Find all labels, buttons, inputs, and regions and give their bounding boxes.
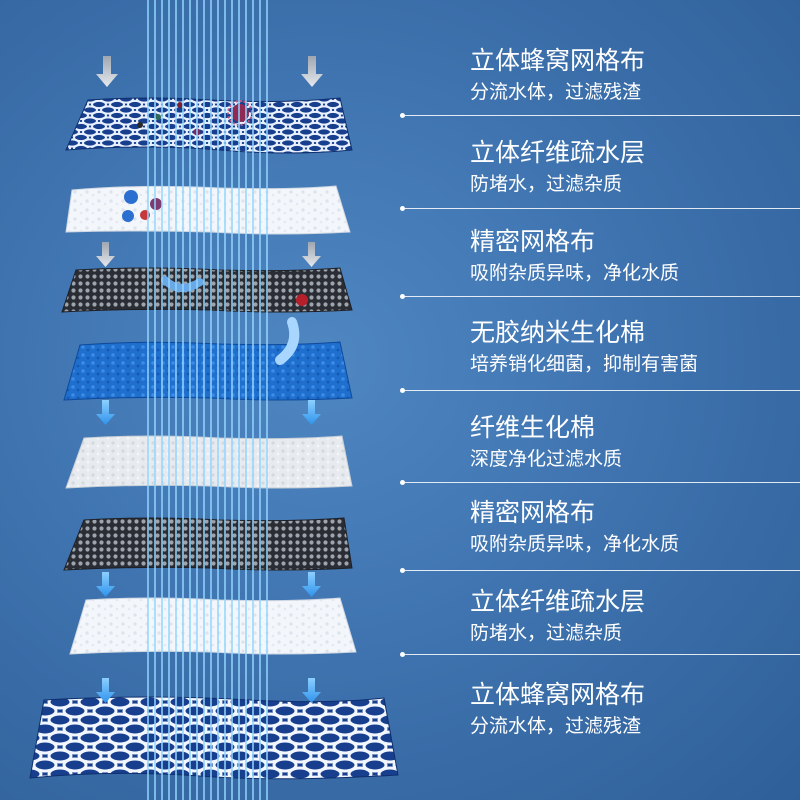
down-arrow-icon <box>96 572 115 597</box>
down-arrow-icon <box>96 56 118 87</box>
layer-row: 纤维生化棉 深度净化过滤水质 <box>470 413 790 471</box>
layer-title: 立体蜂窝网格布 <box>470 46 646 75</box>
layer-row: 立体纤维疏水层 防堵水，过滤杂质 <box>470 587 790 645</box>
layer-description: 防堵水，过滤杂质 <box>470 622 623 644</box>
layer-row: 立体蜂窝网格布 分流水体，过滤残渣 <box>470 680 790 738</box>
down-arrow-icon <box>302 572 321 597</box>
layer-row: 精密网格布 吸附杂质异味，净化水质 <box>470 498 790 556</box>
layer-title: 精密网格布 <box>470 498 596 527</box>
layer-description: 分流水体，过滤残渣 <box>470 81 642 103</box>
layer-row: 精密网格布 吸附杂质异味，净化水质 <box>470 227 790 285</box>
layer-description: 吸附杂质异味，净化水质 <box>470 262 680 284</box>
layer-description: 吸附杂质异味，净化水质 <box>470 533 680 555</box>
divider <box>400 480 800 485</box>
down-arrow-icon <box>302 400 321 425</box>
layer-title: 无胶纳米生化棉 <box>470 318 646 347</box>
worm-icon <box>275 317 300 365</box>
down-arrow-icon <box>302 678 321 703</box>
layer-row: 立体蜂窝网格布 分流水体，过滤残渣 <box>470 46 790 104</box>
layer-title: 立体纤维疏水层 <box>470 138 646 167</box>
layer-title: 精密网格布 <box>470 227 596 256</box>
water-flow-lines <box>147 0 268 800</box>
layer-description: 深度净化过滤水质 <box>470 448 623 470</box>
layer-row: 立体纤维疏水层 防堵水，过滤杂质 <box>470 138 790 196</box>
layer-title: 纤维生化棉 <box>470 413 596 442</box>
divider <box>400 388 800 393</box>
layer-title: 立体蜂窝网格布 <box>470 680 646 709</box>
layer-fiber-drain-2 <box>69 597 357 655</box>
layer-fine-mesh-1 <box>61 267 353 313</box>
down-arrow-icon <box>96 242 115 267</box>
down-arrow-icon <box>96 678 115 703</box>
divider <box>400 206 800 211</box>
divider <box>400 113 800 118</box>
layer-description: 培养销化细菌，抑制有害菌 <box>470 353 699 375</box>
divider <box>400 568 800 573</box>
layer-description: 分流水体，过滤残渣 <box>470 715 642 737</box>
down-arrow-icon <box>301 56 323 87</box>
layer-description: 防堵水，过滤杂质 <box>470 173 623 195</box>
bacteria-icon <box>122 190 162 222</box>
layer-title: 立体纤维疏水层 <box>470 587 646 616</box>
down-arrow-icon <box>302 242 321 267</box>
down-arrow-icon <box>96 400 115 425</box>
bacteria-icon <box>296 294 308 306</box>
divider <box>400 652 800 657</box>
layer-row: 无胶纳米生化棉 培养销化细菌，抑制有害菌 <box>470 318 790 376</box>
divider <box>400 294 800 299</box>
